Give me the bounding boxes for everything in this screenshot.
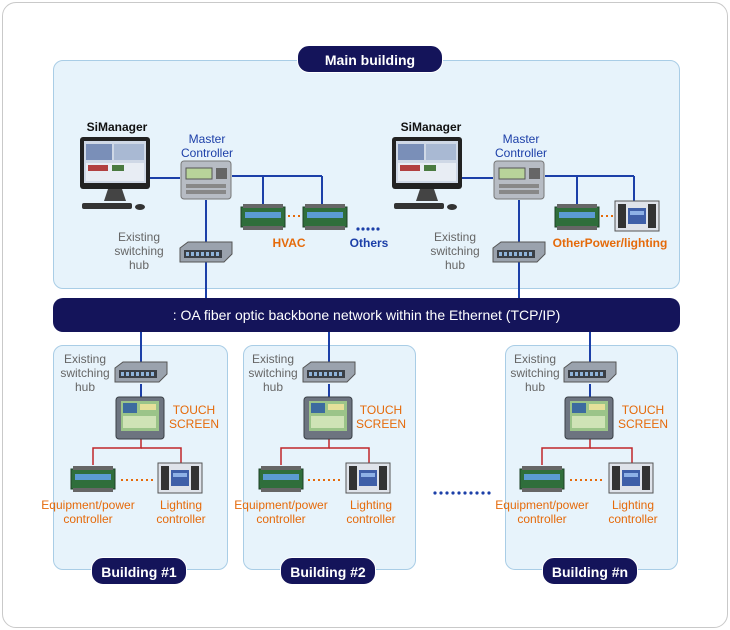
building-n-touch-label: TOUCH SCREEN bbox=[617, 403, 668, 431]
simanager-label-left: SiManager bbox=[86, 120, 148, 134]
module-icon bbox=[554, 204, 600, 230]
building-2-touch-label: TOUCH SCREEN bbox=[355, 403, 406, 431]
lighting-module-icon bbox=[345, 462, 391, 494]
monitor-icon bbox=[80, 137, 150, 210]
switch-hub-icon bbox=[492, 241, 546, 263]
building-1-title: Building #1 bbox=[91, 557, 187, 585]
module-icon bbox=[302, 204, 348, 230]
building-n-title: Building #n bbox=[542, 557, 638, 585]
master-controller-label-right: Master Controller bbox=[494, 132, 548, 160]
building-1-switch-label: Existing switching hub bbox=[60, 352, 110, 394]
switch-label-left: Existing switching hub bbox=[114, 230, 164, 272]
touch-screen-icon bbox=[303, 396, 353, 440]
building-n-equipment-label: Equipment/power controller bbox=[495, 498, 589, 526]
building-n-lighting-label: Lighting controller bbox=[608, 498, 658, 526]
touch-screen-icon bbox=[564, 396, 614, 440]
lighting-module-icon bbox=[614, 200, 660, 232]
simanager-label-right: SiManager bbox=[400, 120, 462, 134]
building-1-equipment-label: Equipment/power controller bbox=[41, 498, 135, 526]
building-n-switch-label: Existing switching hub bbox=[510, 352, 560, 394]
module-icon bbox=[519, 466, 565, 492]
others-label: Others bbox=[349, 236, 389, 250]
master-controller-icon bbox=[180, 160, 232, 200]
module-icon bbox=[70, 466, 116, 492]
master-controller-label-left: Master Controller bbox=[180, 132, 234, 160]
building-2-title: Building #2 bbox=[280, 557, 376, 585]
switch-hub-icon bbox=[563, 361, 617, 383]
monitor-icon bbox=[392, 137, 462, 210]
building-2-switch-label: Existing switching hub bbox=[248, 352, 298, 394]
switch-hub-icon bbox=[179, 241, 233, 263]
master-controller-icon bbox=[493, 160, 545, 200]
hvac-label: HVAC bbox=[272, 236, 306, 250]
switch-hub-icon bbox=[302, 361, 356, 383]
module-icon bbox=[240, 204, 286, 230]
building-2-lighting-label: Lighting controller bbox=[346, 498, 396, 526]
main-building-panel bbox=[53, 60, 680, 289]
building-2-equipment-label: Equipment/power controller bbox=[234, 498, 328, 526]
building-1-touch-label: TOUCH SCREEN bbox=[168, 403, 219, 431]
backbone-network-bar: : OA fiber optic backbone network within… bbox=[53, 298, 680, 332]
main-building-title: Main building bbox=[297, 45, 443, 73]
touch-screen-icon bbox=[115, 396, 165, 440]
building-1-lighting-label: Lighting controller bbox=[156, 498, 206, 526]
module-icon bbox=[258, 466, 304, 492]
lighting-module-icon bbox=[157, 462, 203, 494]
lighting-module-icon bbox=[608, 462, 654, 494]
other-power-lighting-label: OtherPower/lighting bbox=[552, 236, 668, 250]
switch-hub-icon bbox=[114, 361, 168, 383]
switch-label-right: Existing switching hub bbox=[430, 230, 480, 272]
